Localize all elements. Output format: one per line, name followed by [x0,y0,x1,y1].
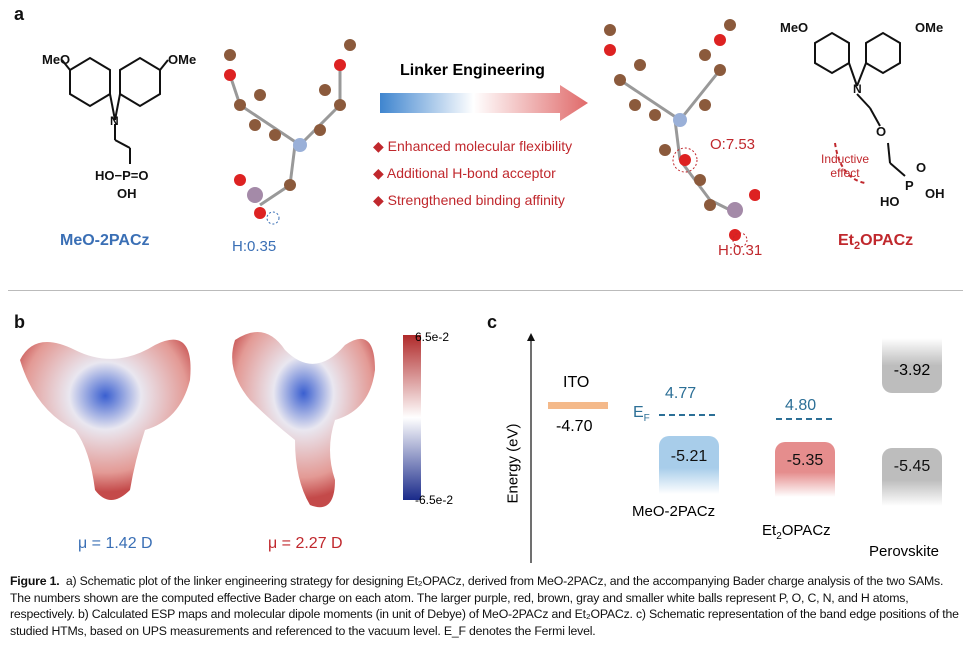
linker-arrow [380,85,588,121]
caption-text: a) Schematic plot of the linker engineer… [10,574,959,638]
energy-axis [527,333,535,563]
ito-value: -4.70 [556,418,593,435]
esp-map-et2opacz [232,332,375,508]
ome-right-label: OMe [168,52,197,67]
et-meo-label: MeO [780,20,809,35]
et2opacz-name: Et2OPACz [838,232,914,253]
ito-label: ITO [563,374,590,391]
meo-ef-line [659,414,715,416]
pvk-cb-band: -3.92 [882,338,942,393]
phosphonic-label: HO−P=O [95,168,149,183]
bullet-2: ◆ Additional H-bond acceptor [373,165,556,181]
colorbar [403,335,421,500]
et-ome-label: OMe [915,20,944,35]
et-homo-band: -5.35 [775,442,835,497]
oh-label: OH [117,186,137,201]
right-o-charge: O:7.53 [710,136,756,153]
et2opacz-ball-stick [604,19,760,248]
panel-a-label: a [14,4,25,24]
meo-name: MeO-2PACz [632,503,716,520]
et-o-atom: O [876,124,887,139]
divider [8,290,963,291]
caption-figure-label: Figure 1. [10,574,60,588]
dipole-et2opacz: μ = 2.27 D [268,535,343,552]
dipole-meo-2pacz: μ = 1.42 D [78,535,153,552]
et-p-atom: P [905,178,914,193]
panel-c-label: c [487,312,498,332]
bullet-3: ◆ Strengthened binding affinity [373,192,565,208]
meo-2pacz-structure [61,56,169,164]
left-h-charge: H:0.35 [232,238,277,255]
et-oh: OH [925,186,945,201]
meo-2pacz-name: MeO-2PACz [60,232,150,249]
et-ef-value: 4.80 [785,397,817,414]
energy-axis-label: Energy (eV) [504,423,522,504]
ef-label: EF [633,404,650,425]
pvk-vb-band: -5.45 [882,448,942,506]
linker-engineering-title: Linker Engineering [400,62,545,79]
right-h-charge: H:0.31 [718,242,763,259]
et-ef-line [776,418,832,420]
meo-homo-band: -5.21 [659,436,719,494]
et-name: Et2OPACz [762,522,831,542]
ito-level [548,402,608,409]
panel-b-label: b [14,312,25,332]
figure-caption: Figure 1. a) Schematic plot of the linke… [10,573,960,639]
meo-2pacz-ball-stick [224,39,356,225]
inductive-effect-label: Inductive effect [820,152,870,180]
meo-ef-value: 4.77 [665,385,697,402]
et-ho: HO [880,194,900,209]
bullet-1: ◆ Enhanced molecular flexibility [373,138,573,154]
esp-map-meo-2pacz [20,339,191,500]
et-p-o: O [916,160,927,175]
perovskite-name: Perovskite [869,543,940,560]
meo-left-label: MeO [42,52,71,67]
colorbar-min: -6.5e-2 [415,493,454,507]
esp-maps [20,332,421,508]
et2opacz-structure [814,31,906,184]
colorbar-max: 6.5e-2 [415,330,450,344]
